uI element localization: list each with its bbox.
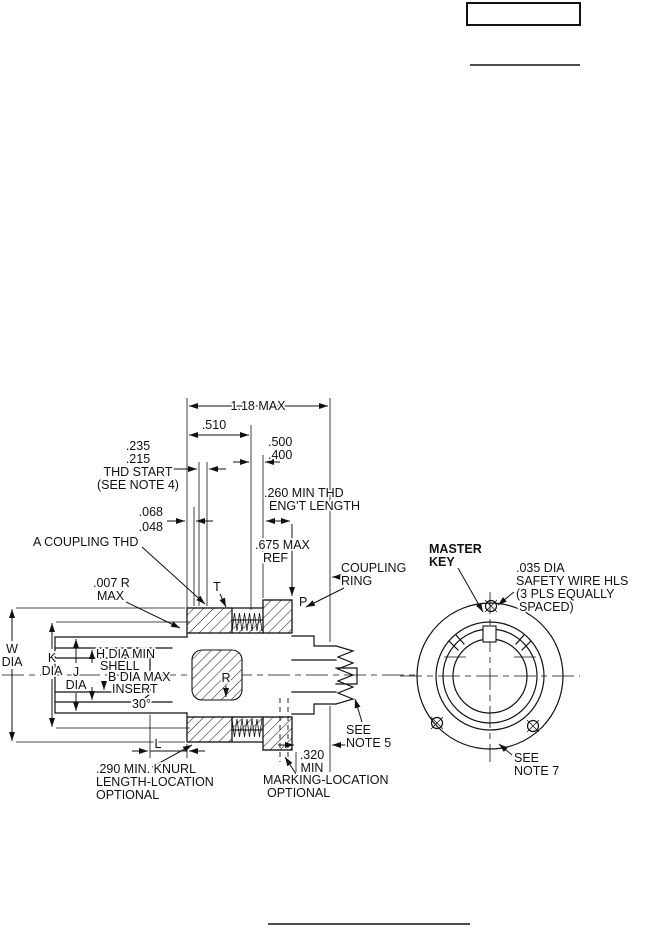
see-note-4-label: (SEE NOTE 4)	[97, 478, 179, 492]
coupling-thd-label: A COUPLING THD	[33, 535, 138, 549]
accessory-teeth	[335, 645, 355, 705]
knurl-label-2: LENGTH-LOCATION	[96, 775, 214, 789]
safety-wire-label-3: (3 PLS EQUALLY	[516, 587, 615, 601]
front-face-view: MASTER KEY .035 DIA SAFETY WIRE HLS (3 P…	[400, 540, 630, 780]
safety-wire-holes	[430, 599, 540, 733]
side-section-view: 1.18 MAX .510 .500 .400 .235 .215 THD ST…	[0, 397, 420, 804]
leader-lines	[125, 546, 363, 778]
dim-260-label: .260 MIN THD	[264, 486, 344, 500]
marking-label-2: OPTIONAL	[267, 786, 330, 800]
safety-wire-label-2: SAFETY WIRE HLS	[516, 574, 628, 588]
b-dia-label: B DIA MAX	[108, 670, 171, 684]
dim-510-label: .510	[202, 418, 226, 432]
k-dia-label: K	[48, 651, 57, 665]
w-dia-label: W	[6, 642, 18, 656]
angle-30-label: 30°	[132, 697, 151, 711]
h-dia-label-2: SHELL	[100, 659, 140, 673]
section-hatching	[186, 599, 293, 751]
dim-320-label: .320	[300, 748, 324, 762]
coupling-ring-circle	[435, 621, 545, 731]
header-marks	[466, 2, 581, 66]
dim-007r-label-2: MAX	[97, 589, 125, 603]
see-note-5-label-2: NOTE 5	[346, 736, 391, 750]
knurl-label-3: OPTIONAL	[96, 788, 159, 802]
dim-675-label-2: REF	[263, 551, 288, 565]
see-note-7-label: SEE	[514, 751, 539, 765]
dimension-arrows	[9, 403, 354, 754]
rear-shell-outline	[54, 636, 188, 714]
master-key-label-2: KEY	[429, 555, 455, 569]
dim-048-label: .048	[139, 520, 163, 534]
dim-068-label: .068	[139, 505, 163, 519]
j-dia-label: J	[73, 665, 79, 679]
safety-wire-label-4: SPACED)	[519, 600, 574, 614]
spec-number-box	[466, 2, 581, 26]
dim-675-label: .675 MAX	[255, 538, 311, 552]
coupling-ring-outline	[186, 599, 293, 751]
coupling-thread-top	[231, 612, 263, 632]
r-label: R	[221, 671, 230, 685]
p-label: P	[299, 595, 307, 609]
dim-320-label-2: MIN	[301, 761, 324, 775]
dim-215-label: .215	[126, 452, 150, 466]
master-key-notch	[482, 625, 497, 643]
t-label: T	[213, 580, 221, 594]
dim-500-label: .500	[268, 435, 292, 449]
front-view-leaders	[457, 567, 515, 756]
l-label: L	[155, 737, 162, 751]
side-view-labels: 1.18 MAX .510 .500 .400 .235 .215 THD ST…	[0, 397, 408, 804]
see-note-7-label-2: NOTE 7	[514, 764, 559, 778]
b-dia-label-2: INSERT	[112, 682, 158, 696]
j-dia-label-2: DIA	[66, 678, 88, 692]
h-dia-label: H DIA MIN	[96, 647, 155, 661]
dim-260-label-2: ENG'T LENGTH	[269, 499, 360, 513]
dim-235-label: .235	[126, 439, 150, 453]
thd-start-label: THD START	[104, 465, 173, 479]
dim-1-18-max-label: 1.18 MAX	[231, 399, 287, 413]
k-dia-label-2: DIA	[42, 664, 64, 678]
master-key-label: MASTER	[429, 542, 482, 556]
safety-wire-label: .035 DIA	[516, 561, 565, 575]
keyway-ticks	[444, 634, 536, 658]
insert-section	[191, 649, 243, 701]
coupling-ring-label: COUPLING	[341, 561, 406, 575]
dim-400-label: .400	[268, 448, 292, 462]
coupling-ring-label-2: RING	[341, 574, 372, 588]
shell-outer-circle	[416, 602, 564, 750]
marking-location-dashes	[279, 698, 289, 762]
front-view-labels: MASTER KEY .035 DIA SAFETY WIRE HLS (3 P…	[427, 540, 630, 780]
extension-lines	[16, 398, 331, 772]
knurl-label: .290 MIN. KNURL	[96, 762, 196, 776]
w-dia-label-2: DIA	[2, 655, 24, 669]
dim-007r-label: .007 R	[93, 576, 130, 590]
see-note-5-label: SEE	[346, 723, 371, 737]
marking-label: MARKING-LOCATION	[263, 773, 388, 787]
coupling-thread-bottom	[231, 718, 263, 738]
